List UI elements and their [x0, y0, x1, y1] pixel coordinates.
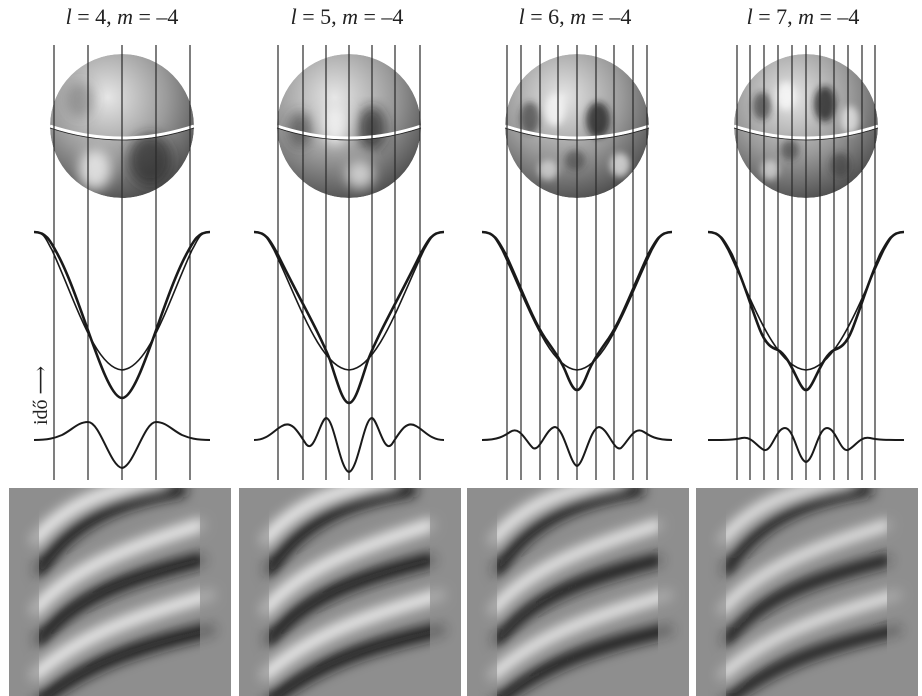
curves-l6	[481, 230, 673, 468]
stripe-image-l6	[467, 488, 689, 696]
panel-title-l6: l = 6, m = –4	[518, 4, 632, 29]
panel-title-l7: l = 7, m = –4	[746, 4, 860, 29]
stripe-image-l4	[9, 488, 231, 696]
panel-title-l4: l = 4, m = –4	[65, 4, 179, 29]
grid-lines-l7	[736, 45, 876, 480]
grid-lines-l4	[53, 45, 191, 480]
stripe-image-l5	[239, 488, 461, 696]
curves-l5	[253, 230, 445, 474]
panel-l5	[253, 45, 445, 480]
stripe-image-l7	[696, 488, 918, 696]
panel-title-l5: l = 5, m = –4	[290, 4, 404, 29]
curves-l4	[33, 230, 211, 470]
curves-l7	[707, 230, 905, 464]
panel-l4	[33, 45, 211, 480]
panel-l6	[481, 45, 673, 480]
panel-l7	[707, 45, 905, 480]
grid-lines-l5	[277, 45, 421, 480]
